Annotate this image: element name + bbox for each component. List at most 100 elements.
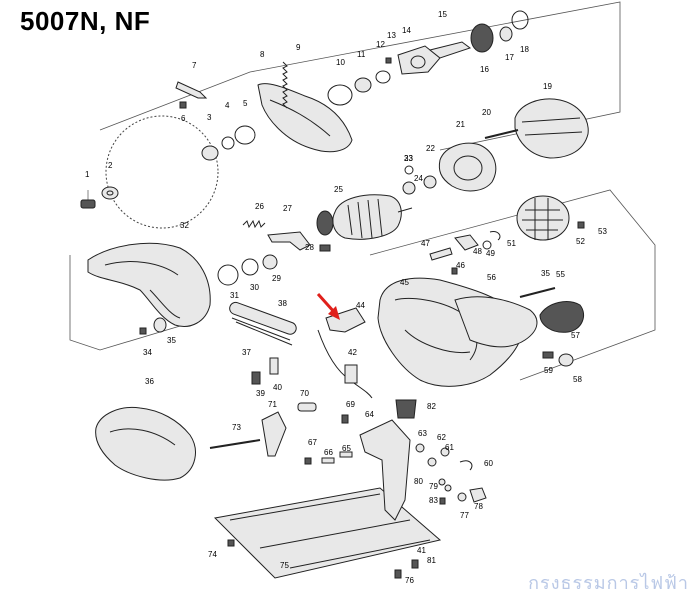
part-23-bearing — [402, 181, 416, 195]
part-number-label: 37 — [242, 348, 251, 357]
part-28-screw — [319, 244, 331, 252]
part-2-washer — [101, 186, 119, 200]
part-65-pin — [339, 451, 353, 458]
part-3-washer — [201, 145, 219, 161]
part-number-label: 16 — [480, 65, 489, 74]
part-76-screw — [394, 569, 402, 579]
part-number-label: 78 — [474, 502, 483, 511]
part-number-label: 2 — [108, 161, 113, 170]
part-58-nut — [558, 353, 574, 367]
part-70-pin — [297, 402, 317, 412]
part-number-label: 52 — [576, 237, 585, 246]
red-arrow-indicator — [316, 292, 340, 320]
part-number-label: 70 — [300, 389, 309, 398]
diagram-title: 5007N, NF — [20, 6, 151, 36]
part-number-label: 62 — [437, 433, 446, 442]
part-24-armature — [332, 194, 402, 240]
part-47-pin — [429, 247, 453, 261]
part-10-ring — [327, 84, 353, 106]
part-number-label: 45 — [400, 278, 409, 287]
part-42-terminal — [344, 364, 358, 384]
part-11-bearing — [354, 77, 372, 93]
part-12-washer — [375, 70, 391, 84]
part-56-handle — [454, 296, 538, 348]
part-15-spindle — [428, 41, 472, 59]
part-number-label: 31 — [230, 291, 239, 300]
part-number-label: 21 — [456, 120, 465, 129]
part-5-ring — [234, 125, 256, 145]
part-number-label: 32 — [180, 221, 189, 230]
part-74-screw — [227, 539, 235, 547]
part-number-label: 65 — [342, 444, 351, 453]
part-52-fan-cover — [516, 195, 570, 241]
part-9-spring — [282, 61, 288, 109]
part-83-screw — [439, 497, 446, 505]
part-25-fan — [316, 210, 334, 236]
part-29-bearing — [262, 254, 278, 270]
part-number-label: 36 — [145, 377, 154, 386]
part-44-switch — [325, 307, 366, 333]
part-number-label: 64 — [365, 410, 374, 419]
part-14-retainer — [397, 45, 441, 75]
part-61-washer — [440, 447, 450, 457]
part-1-bolt — [80, 190, 96, 209]
part-20-screw — [484, 129, 519, 139]
part-16-gear — [470, 23, 494, 53]
part-73-pin — [209, 439, 261, 449]
part-59-screw — [542, 351, 554, 359]
part-35-collar — [153, 317, 167, 333]
part-number-label: 77 — [460, 511, 469, 520]
part-26-spring — [242, 219, 266, 229]
part-66-pin — [321, 457, 335, 464]
part-number-label: 15 — [438, 10, 447, 19]
part-number-label: 22 — [426, 144, 435, 153]
part-number-label: 61 — [445, 443, 454, 452]
part-number-label: 42 — [348, 348, 357, 357]
part-number-label: 23 — [404, 154, 413, 163]
part-49-washer — [482, 240, 492, 250]
part-number-label: 48 — [473, 247, 482, 256]
part-22-washer — [423, 175, 437, 189]
part-number-label: 28 — [305, 243, 314, 252]
part-number-label: 75 — [280, 561, 289, 570]
part-number-label: 35 — [541, 269, 550, 278]
part-53-screw — [577, 221, 585, 229]
part-31-ring — [217, 264, 239, 286]
part-number-label: 41 — [417, 546, 426, 555]
part-number-label: 47 — [421, 239, 430, 248]
part-37-brush-holder — [231, 317, 293, 346]
part-number-label: 17 — [505, 53, 514, 62]
part-60-clip — [459, 460, 473, 471]
part-number-label: 11 — [357, 50, 366, 59]
part-number-label: 80 — [414, 477, 423, 486]
part-number-label: 40 — [273, 383, 282, 392]
part-77-nut — [469, 487, 487, 503]
part-number-label: 69 — [346, 400, 355, 409]
part-number-label: 9 — [296, 43, 301, 52]
part-34-screw — [139, 327, 147, 335]
part-number-label: 57 — [571, 331, 580, 340]
part-48-lever — [454, 234, 479, 251]
part-57-end-cap — [539, 301, 584, 333]
part-6-screw — [179, 101, 187, 109]
part-number-label: 53 — [598, 227, 607, 236]
part-69-screw — [341, 414, 349, 424]
part-4-washer — [221, 136, 235, 150]
part-number-label: 55 — [556, 270, 565, 279]
part-number-label: 67 — [308, 438, 317, 447]
part-number-label: 34 — [143, 348, 152, 357]
part-32-lower-guard — [87, 242, 211, 327]
part-55-screw — [519, 287, 556, 298]
part-number-label: 3 — [207, 113, 212, 122]
part-number-label: 81 — [427, 556, 436, 565]
part-67-screw — [304, 457, 312, 465]
part-number-label: 58 — [573, 375, 582, 384]
part-number-label: 73 — [232, 423, 241, 432]
watermark: กรงธรรมการไฟฟ้า — [528, 573, 689, 594]
part-number-label: 5 — [243, 99, 248, 108]
part-number-label: 44 — [356, 301, 365, 310]
part-number-label: 25 — [334, 185, 343, 194]
part-number-label: 35 — [167, 336, 176, 345]
part-7-lever — [175, 81, 208, 99]
